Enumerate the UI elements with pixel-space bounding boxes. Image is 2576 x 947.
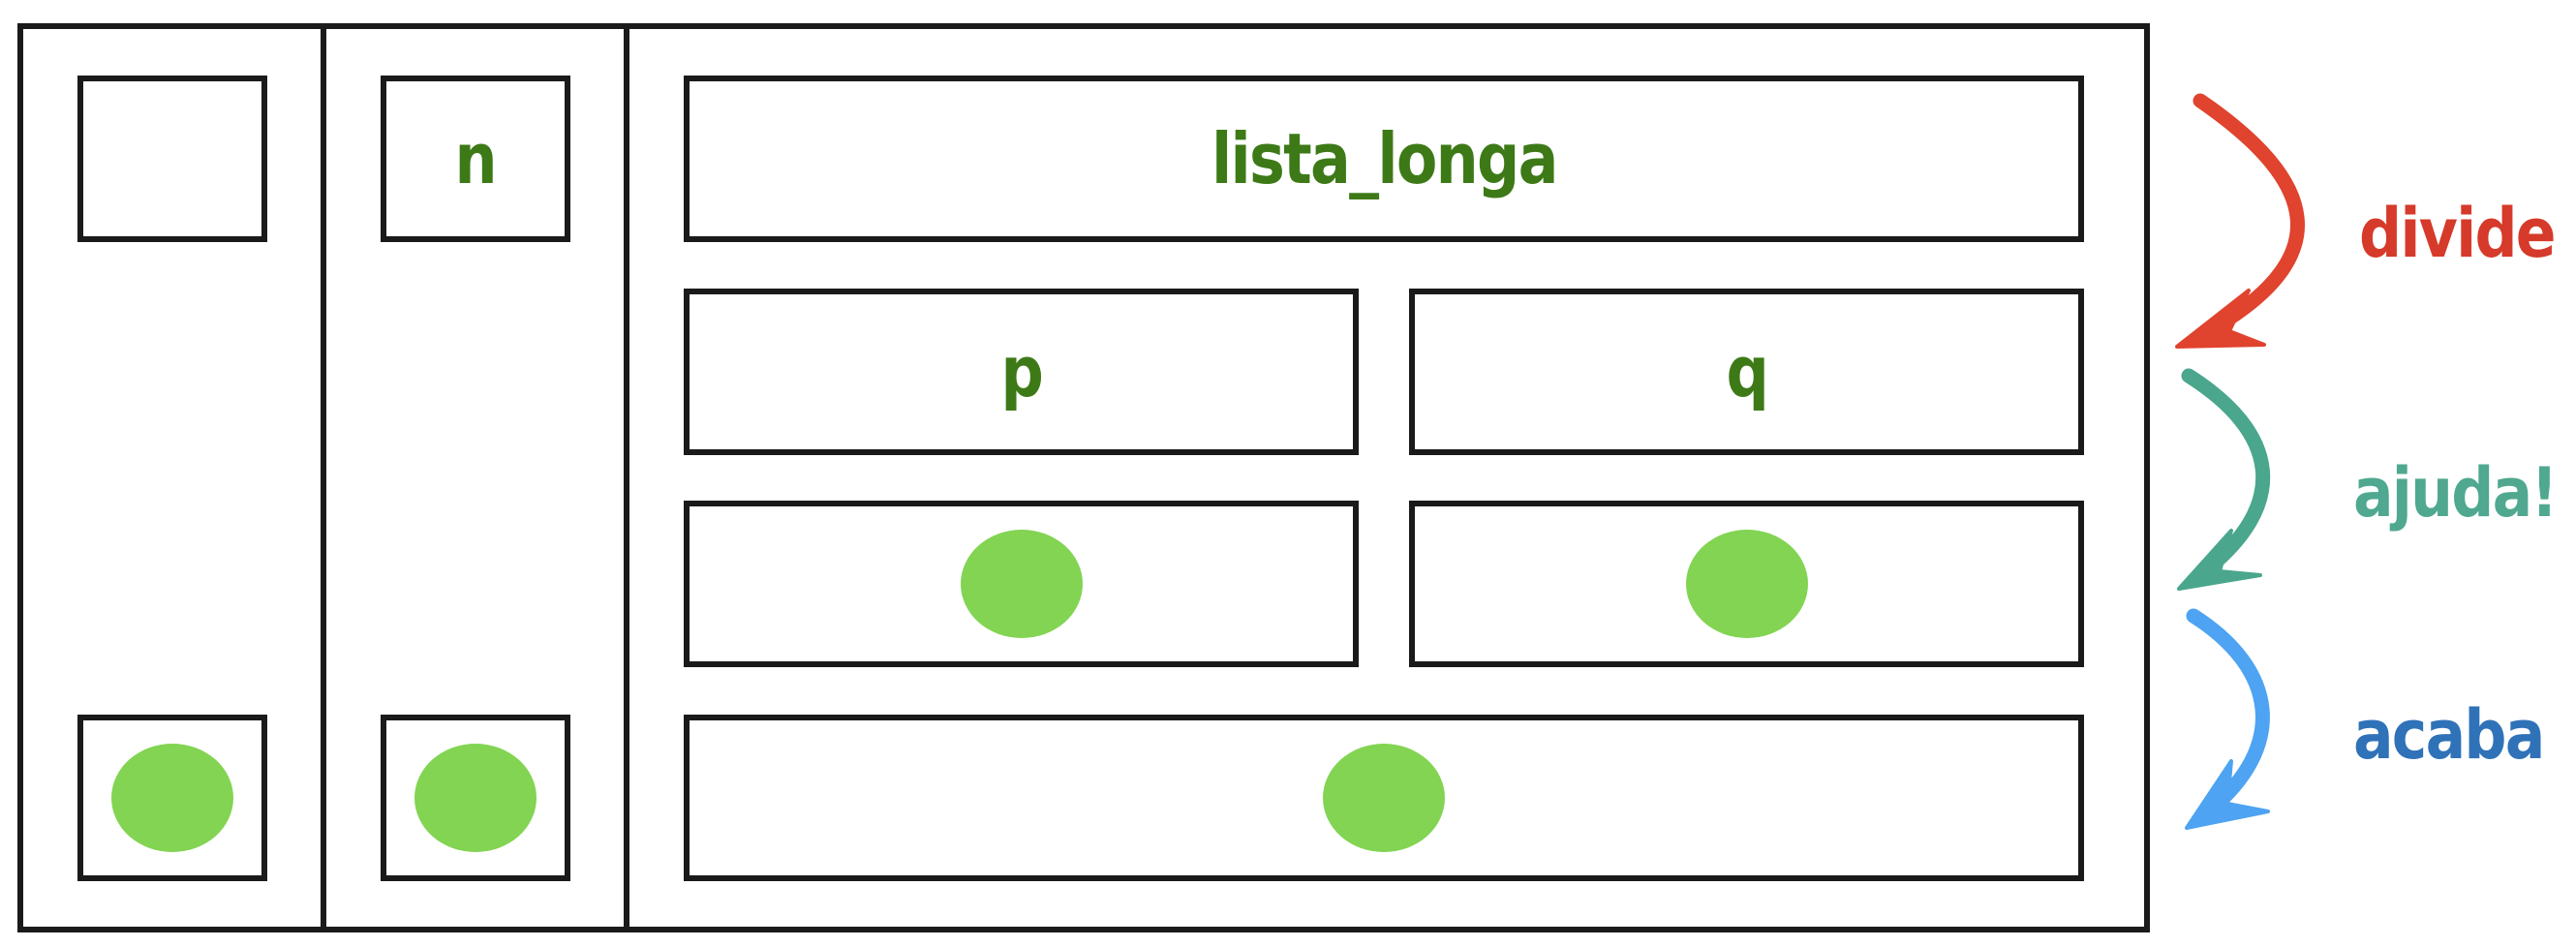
p-label: p [1000, 331, 1043, 412]
green-dot [1685, 530, 1808, 638]
ajuda-arrow-icon [2177, 368, 2271, 591]
column1-bottom-cell [77, 715, 267, 881]
q-result-cell [1409, 501, 2084, 667]
lista-longa-cell: lista_longa [684, 76, 2084, 242]
acaba-arrow-icon [2185, 608, 2270, 830]
final-result-cell [684, 715, 2084, 881]
column1-top-cell [77, 76, 267, 242]
q-label: q [1726, 331, 1768, 412]
p-cell: p [684, 289, 1359, 455]
n-cell: n [381, 76, 570, 242]
p-result-cell [684, 501, 1359, 667]
divide-label: divide [2359, 194, 2557, 273]
column-divider-1 [321, 23, 326, 932]
green-dot [1323, 744, 1445, 852]
lista-longa-label: lista_longa [1211, 118, 1558, 199]
n-label: n [454, 118, 498, 199]
acaba-label: acaba [2353, 695, 2545, 775]
green-dot [111, 744, 233, 852]
ajuda-label: ajuda! [2353, 453, 2559, 533]
column2-bottom-cell [381, 715, 570, 881]
divide-arrow-icon [2175, 93, 2305, 349]
green-dot [960, 530, 1083, 638]
green-dot [414, 744, 537, 852]
q-cell: q [1409, 289, 2084, 455]
column-divider-2 [624, 23, 629, 932]
